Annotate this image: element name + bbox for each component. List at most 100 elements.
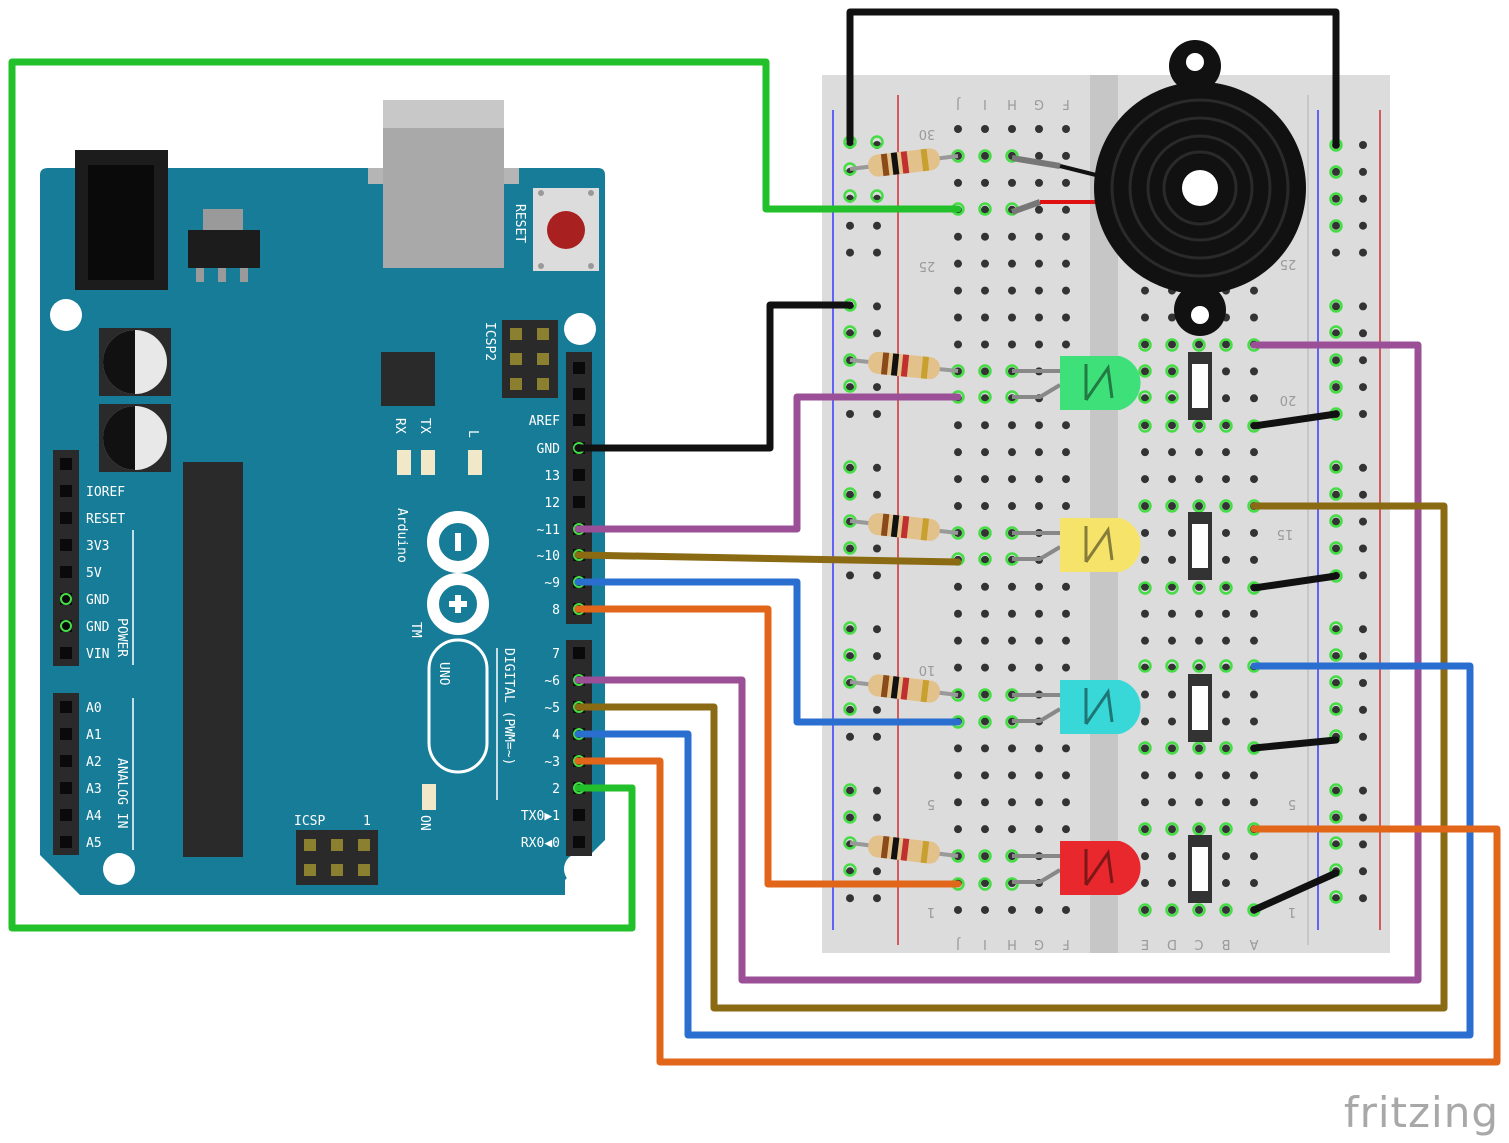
reset-label: RESET <box>512 204 527 243</box>
push-button-4[interactable] <box>1188 835 1212 903</box>
piezo-buzzer <box>1010 40 1306 336</box>
bb-rail-hole <box>1332 490 1340 499</box>
jumper-black-2 <box>1250 572 1340 592</box>
bb-col-label-I: I <box>983 96 987 111</box>
header-pin <box>60 728 72 740</box>
bb-hole <box>1222 367 1230 376</box>
bb-hole-connected <box>1219 419 1233 433</box>
bb-rail-hole <box>873 221 881 230</box>
bb-hole <box>1008 125 1016 133</box>
bb-hole <box>1168 905 1176 914</box>
bb-rail-hole <box>1359 302 1367 311</box>
bb-hole <box>981 690 989 699</box>
bb-hole <box>1035 475 1043 484</box>
row-num-1: 1 <box>927 904 935 919</box>
bb-hole <box>1141 421 1149 430</box>
bb-hole <box>954 663 962 672</box>
bb-hole <box>1141 798 1149 807</box>
bb-hole <box>1141 448 1149 457</box>
bb-hole <box>1035 125 1043 133</box>
bb-hole <box>1195 825 1203 834</box>
bb-hole-connected <box>1138 581 1152 595</box>
analog-pin-label: A5 <box>86 836 102 851</box>
bb-rail-hole <box>1332 652 1340 661</box>
bb-hole-connected <box>978 552 992 566</box>
bb-hole <box>1062 744 1070 753</box>
bb-rail-hole <box>846 705 854 714</box>
bb-hole <box>1062 825 1070 834</box>
bb-hole-connected <box>1192 822 1206 836</box>
bb-hole-connected <box>843 783 857 797</box>
bb-rail-hole <box>873 813 881 822</box>
row-num-5: 5 <box>927 796 935 811</box>
bb-hole <box>954 448 962 457</box>
bb-rail-hole <box>873 732 881 741</box>
bb-hole <box>1141 825 1149 834</box>
bb-hole-connected <box>978 877 992 891</box>
bb-rail-hole <box>846 652 854 661</box>
arduino-logo <box>427 511 489 635</box>
bb-hole <box>1222 717 1230 726</box>
jumper-black-3 <box>1250 736 1340 752</box>
digital-pin-label: 7 <box>552 647 560 662</box>
header-pin <box>573 496 585 508</box>
bb-hole-connected <box>1329 783 1343 797</box>
push-button-2[interactable] <box>1188 512 1212 580</box>
analog-pin-label: A2 <box>86 755 102 770</box>
bb-hole-connected <box>1219 659 1233 673</box>
power-pin-label: RESET <box>86 512 125 527</box>
bb-hole <box>1141 528 1149 537</box>
resistors <box>849 148 959 864</box>
bb-hole-connected <box>843 325 857 339</box>
bb-rail-hole <box>1332 329 1340 338</box>
bb-hole <box>1195 475 1203 484</box>
bb-hole <box>1222 582 1230 591</box>
bb-hole <box>1008 340 1016 349</box>
bb-hole <box>1062 609 1070 618</box>
bb-hole <box>981 340 989 349</box>
bb-rail-hole <box>1359 248 1367 257</box>
bb-hole-connected <box>1329 487 1343 501</box>
bb-col-label-F: F <box>1062 96 1069 111</box>
bb-hole <box>1250 394 1258 403</box>
push-button-3[interactable] <box>1188 674 1212 742</box>
bb-hole <box>981 475 989 484</box>
bb-hole <box>1168 528 1176 537</box>
bb-hole <box>954 286 962 295</box>
bb-hole <box>1168 636 1176 645</box>
bb-hole <box>1168 744 1176 753</box>
bb-hole <box>954 825 962 834</box>
power-pin-label: GND <box>86 593 110 608</box>
bb-hole <box>1141 663 1149 672</box>
bb-rail-hole <box>846 463 854 472</box>
bb-hole <box>1035 232 1043 241</box>
bb-hole-connected <box>1219 741 1233 755</box>
bb-rail-hole <box>1359 867 1367 876</box>
bb-hole <box>1008 798 1016 807</box>
push-button-1[interactable] <box>1188 352 1212 420</box>
bb-rail-hole <box>1359 894 1367 903</box>
bb-hole <box>981 582 989 591</box>
bb-hole <box>1008 744 1016 753</box>
bb-hole <box>981 636 989 645</box>
bb-hole <box>1250 555 1258 564</box>
bb-hole <box>1035 609 1043 618</box>
bb-row-numbers: 30 25 10 5 1 25 20 15 5 1 <box>919 126 1297 919</box>
bb-hole-connected <box>1329 219 1343 233</box>
bb-hole-connected <box>1219 903 1233 917</box>
bb-hole <box>981 125 989 133</box>
bb-col-label-J: J <box>956 96 961 111</box>
bb-hole-connected <box>1138 822 1152 836</box>
bb-rail-hole <box>846 894 854 903</box>
bb-hole-connected <box>1329 648 1343 662</box>
wire-green-5v-loop <box>8 58 962 932</box>
bb-hole <box>1168 394 1176 403</box>
bb-rail-hole <box>1359 813 1367 822</box>
bb-hole-connected <box>1138 499 1152 513</box>
bb-rail-hole <box>873 490 881 499</box>
bb-hole <box>1035 448 1043 457</box>
bb-rail-hole <box>1332 194 1340 203</box>
bb-hole <box>1035 636 1043 645</box>
bb-rail-hole <box>1359 679 1367 687</box>
bb-hole <box>1168 798 1176 807</box>
